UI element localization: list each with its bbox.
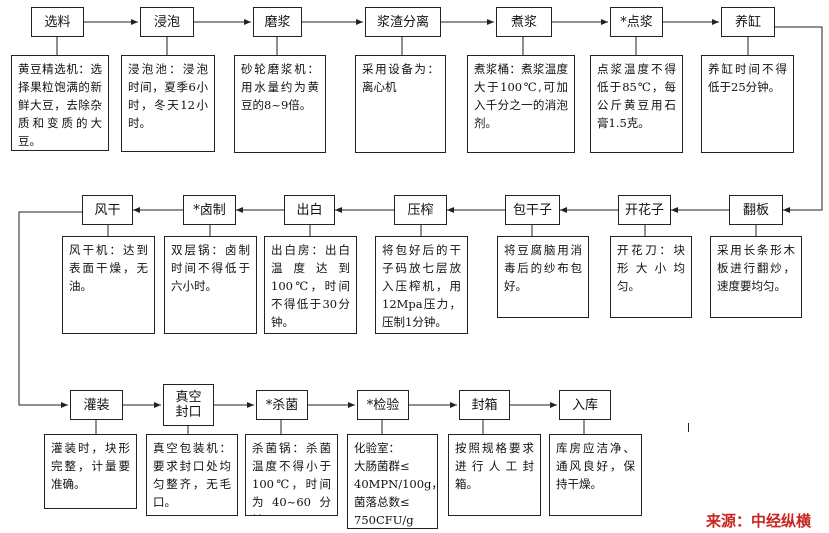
step-seal-box: 封箱 (459, 390, 510, 420)
desc-air-dry: 风干机：达到表面干燥，无油。 (62, 236, 155, 334)
desc-flip-board: 采用长条形木板进行翻炒，速度要均匀。 (710, 236, 802, 318)
step-pulp-separation: 浆渣分离 (365, 7, 441, 37)
step-inspect: *检验 (357, 390, 409, 420)
desc-warehouse: 库房应洁净、通风良好，保持干燥。 (549, 434, 642, 516)
desc-wrap-tofu: 将豆腐脑用消毒后的纱布包好。 (497, 236, 589, 318)
desc-fill: 灌装时，块形完整，计量要准确。 (44, 434, 137, 509)
desc-boil-slurry: 煮浆桶：煮浆温度大于100℃,可加入千分之一的消泡剂。 (467, 55, 575, 153)
step-select-beans: 选料 (31, 7, 84, 37)
desc-inspect-line-5: 750CFU/g (354, 513, 414, 527)
desc-press: 将包好后的干子码放七层放入压榨机，用12Mpa压力，压制1分钟。 (375, 236, 468, 334)
step-wrap-tofu: 包干子 (505, 195, 560, 225)
desc-inspect-line-2: 大肠菌群≤ (354, 459, 410, 473)
desc-rest-tank: 养缸时间不得低于25分钟。 (701, 55, 794, 153)
desc-inspect-line-1: 化验室： (354, 441, 400, 455)
desc-blanch: 出白房：出白温度达到100℃，时间不得低于30分钟。 (264, 236, 357, 334)
desc-coagulate: 点浆温度不得低于85℃，每公斤黄豆用石膏1.5克。 (590, 55, 683, 153)
desc-pulp-separation: 采用设备为：离心机 (355, 55, 446, 153)
step-sterilize: *杀菌 (256, 390, 308, 420)
step-vacuum-seal: 真空 封口 (163, 384, 214, 426)
step-coagulate: *点浆 (610, 7, 663, 37)
desc-select-beans: 黄豆精选机：选择果粒饱满的新鲜大豆，去除杂质和变质的大豆。 (11, 55, 109, 151)
step-vacuum-seal-line-1: 真空 (175, 390, 202, 405)
step-air-dry: 风干 (82, 195, 133, 225)
step-soak: 浸泡 (140, 7, 194, 37)
desc-cut-blocks: 开花刀：块形大小均匀。 (610, 236, 692, 318)
desc-sterilize: 杀菌锅：杀菌温度不得小于100℃，时间为40~60分钟。 (245, 434, 338, 516)
desc-inspect: 化验室： 大肠菌群≤ 40MPN/100g， 菌落总数≤ 750CFU/g (347, 434, 438, 529)
desc-inspect-line-3: 40MPN/100g， (354, 477, 438, 491)
step-warehouse: 入库 (559, 390, 611, 420)
step-marinate: *卤制 (183, 195, 236, 225)
step-rest-tank: 养缸 (721, 7, 775, 37)
step-fill: 灌装 (70, 390, 123, 420)
source-credit: 来源：中经纵横 (706, 512, 812, 530)
step-blanch: 出白 (284, 195, 335, 225)
step-vacuum-seal-line-2: 封口 (175, 405, 202, 420)
stray-tick-mark (688, 423, 689, 432)
step-flip-board: 翻板 (729, 195, 783, 225)
desc-grind: 砂轮磨浆机：用水量约为黄豆的8~9倍。 (234, 55, 326, 153)
desc-seal-box: 按照规格要求进行人工封箱。 (448, 434, 541, 516)
desc-marinate: 双层锅：卤制时间不得低于六小时。 (164, 236, 257, 334)
step-press: 压榨 (394, 195, 447, 225)
desc-soak: 浸泡池：浸泡时间，夏季6小时，冬天12小时。 (121, 55, 215, 152)
desc-vacuum-seal: 真空包装机：要求封口处均匀整齐，无毛口。 (146, 434, 238, 516)
step-grind: 磨浆 (253, 7, 302, 37)
desc-inspect-line-4: 菌落总数≤ (354, 495, 410, 509)
step-boil-slurry: 煮浆 (496, 7, 552, 37)
step-cut-blocks: 开花子 (618, 195, 671, 225)
